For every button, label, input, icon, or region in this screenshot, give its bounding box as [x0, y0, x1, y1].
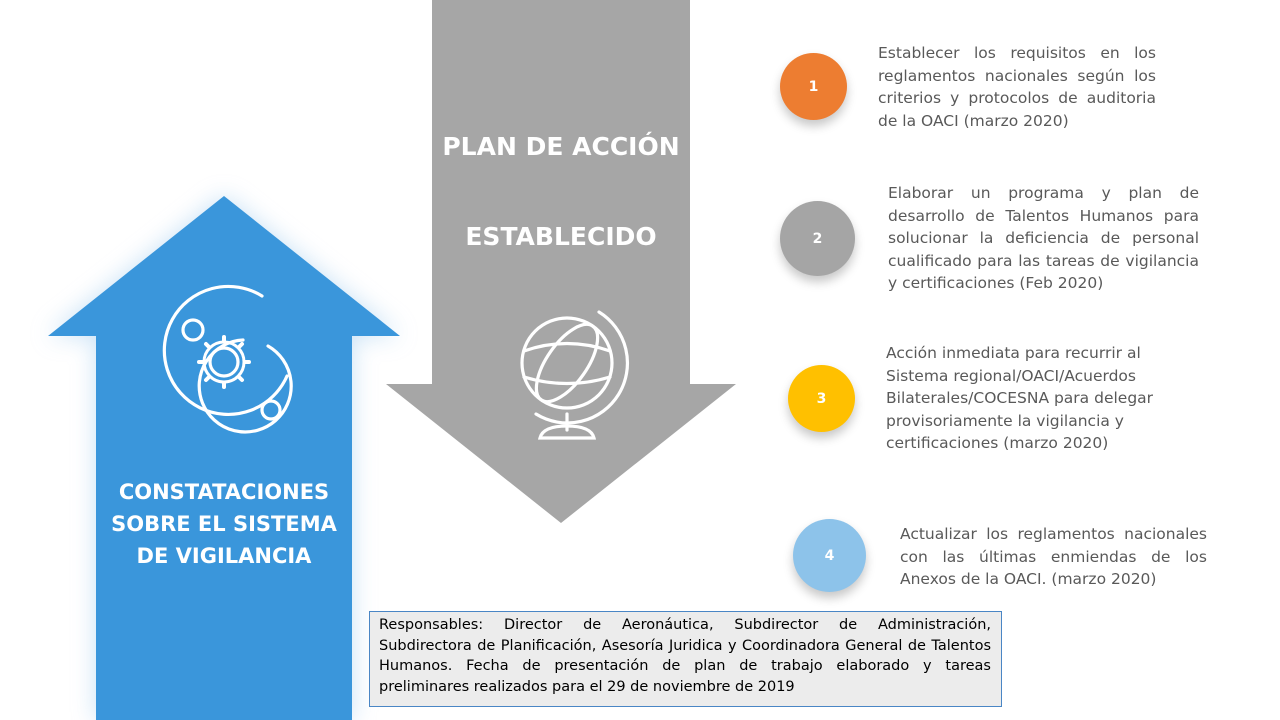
step-2-badge: 2 [780, 201, 855, 276]
step-4-text: Actualizar los reglamentos nacionales co… [900, 525, 1207, 588]
up-arrow [48, 196, 400, 720]
step-1-text: Establecer los requisitos en los reglame… [878, 44, 1156, 130]
globe-icon [520, 310, 630, 440]
step-4-badge: 4 [793, 519, 866, 592]
step-3-text: Acción inmediata para recurrir al Sistem… [886, 344, 1154, 452]
responsables-box: Responsables: Director de Aeronáutica, S… [369, 611, 1002, 707]
findings-label: CONSTATACIONES SOBRE EL SISTEMA DE VIGIL… [111, 480, 337, 568]
gear-orbit-icon [162, 284, 293, 434]
step-1-badge: 1 [780, 53, 847, 120]
step-2-text: Elaborar un programa y plan de desarroll… [888, 184, 1199, 292]
step-3-badge: 3 [788, 365, 855, 432]
plan-subtitle: ESTABLECIDO [465, 222, 657, 251]
down-arrow [386, 0, 736, 523]
plan-title: PLAN DE ACCIÓN [442, 132, 680, 161]
